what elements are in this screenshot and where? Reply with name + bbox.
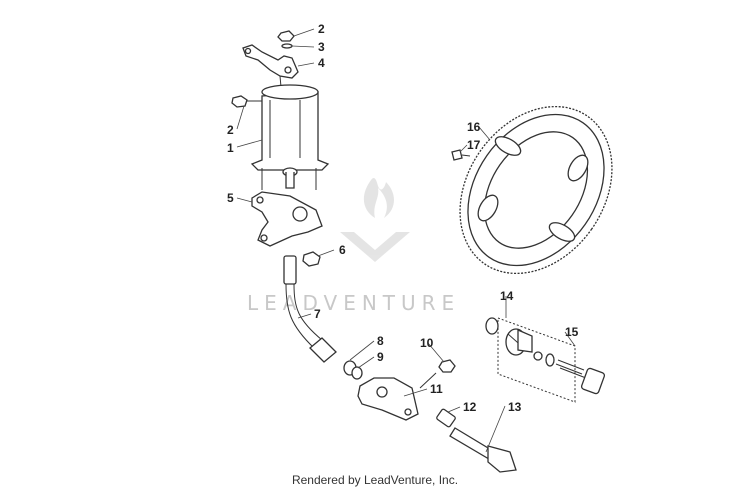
callout-1: 1 bbox=[227, 141, 234, 155]
callout-7: 7 bbox=[314, 307, 321, 321]
callout-10: 10 bbox=[420, 336, 434, 350]
bolt-side bbox=[231, 95, 262, 108]
callout-3: 3 bbox=[318, 40, 325, 54]
callout-17: 17 bbox=[467, 138, 481, 152]
callout-4: 4 bbox=[318, 56, 325, 70]
callout-2-top: 2 bbox=[318, 22, 325, 36]
screw-17 bbox=[451, 149, 471, 161]
drive-housing bbox=[357, 377, 419, 421]
callout-2-mid: 2 bbox=[227, 123, 234, 137]
leader-lines bbox=[236, 28, 576, 453]
callout-14: 14 bbox=[500, 289, 514, 303]
nut-6 bbox=[302, 251, 321, 267]
ring-gear bbox=[459, 105, 613, 275]
spring-assembly bbox=[545, 353, 606, 395]
mounting-plate bbox=[251, 191, 323, 247]
starter-motor bbox=[250, 84, 330, 190]
callout-6: 6 bbox=[339, 243, 346, 257]
footer-credit: Rendered by LeadVenture, Inc. bbox=[292, 473, 458, 487]
pinion-group bbox=[485, 317, 576, 403]
callout-5: 5 bbox=[227, 191, 234, 205]
bolt-10 bbox=[419, 359, 456, 389]
leadventure-watermark: LEADVENTURE bbox=[247, 178, 460, 315]
callout-12: 12 bbox=[463, 400, 477, 414]
callout-13: 13 bbox=[508, 400, 522, 414]
callout-8: 8 bbox=[377, 334, 384, 348]
callout-11: 11 bbox=[430, 382, 443, 396]
watermark-text: LEADVENTURE bbox=[247, 291, 460, 315]
flame-logo-icon bbox=[340, 178, 410, 262]
starter-cable bbox=[283, 255, 337, 363]
callout-9: 9 bbox=[377, 350, 384, 364]
callout-16: 16 bbox=[467, 120, 481, 134]
drive-shaft bbox=[436, 408, 517, 473]
callout-15: 15 bbox=[565, 325, 579, 339]
nut-top bbox=[277, 30, 295, 49]
callout-numbers: 2 3 4 2 1 16 17 5 6 14 15 7 8 9 10 11 12… bbox=[227, 22, 579, 414]
